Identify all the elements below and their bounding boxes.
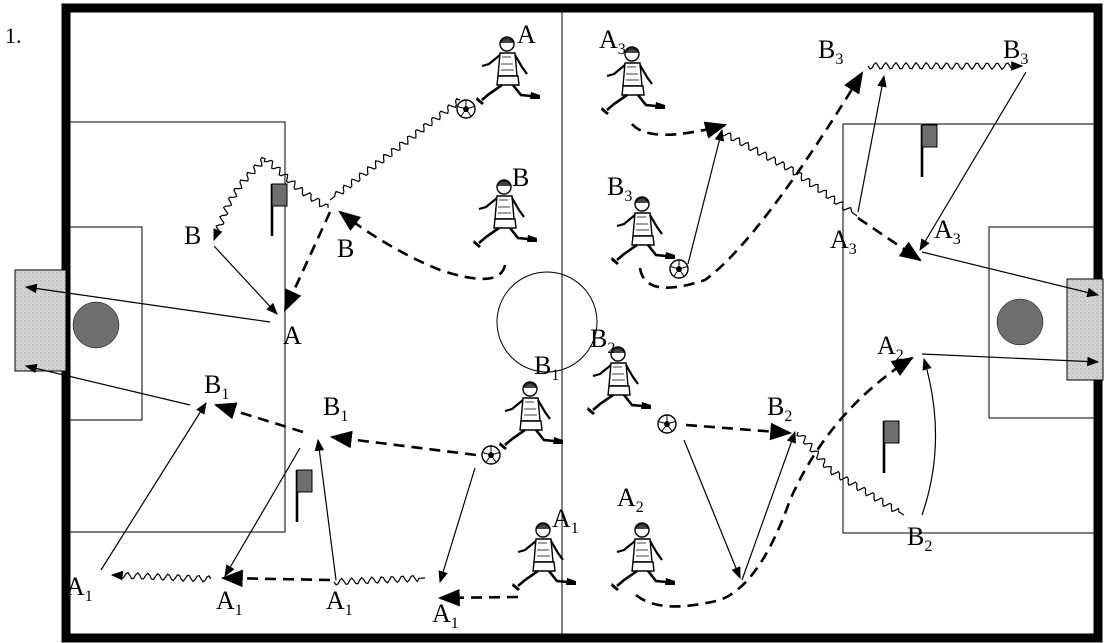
player-icon <box>510 521 578 593</box>
dribble-path <box>333 574 426 586</box>
run-path <box>220 569 331 588</box>
center-circle <box>496 271 598 373</box>
run-path <box>685 422 793 441</box>
pass-path <box>24 283 271 323</box>
ball-icon <box>657 414 677 434</box>
pass-path <box>213 245 278 315</box>
player-label: A1 <box>326 586 353 619</box>
player-label: A1 <box>66 572 93 605</box>
player-label: B1 <box>204 370 229 403</box>
run-path <box>283 211 332 312</box>
dribble-path <box>329 98 461 201</box>
pass-path <box>857 74 887 213</box>
player-icon <box>599 45 667 117</box>
pass-path <box>741 430 796 581</box>
player-label: B2 <box>907 522 932 555</box>
player-label: B <box>337 234 354 263</box>
left-penalty-spot <box>72 301 120 349</box>
player-icon <box>609 521 677 593</box>
run-path <box>638 71 864 289</box>
run-path <box>631 121 728 139</box>
player-label: B1 <box>323 392 348 425</box>
player-label: B3 <box>607 172 632 205</box>
run-path <box>635 356 914 608</box>
flag-icon <box>920 123 939 179</box>
dribble-path <box>867 61 1024 71</box>
player-label: B1 <box>534 351 559 384</box>
player-label: A1 <box>432 599 459 632</box>
ball-icon <box>456 99 476 119</box>
pass-path <box>24 363 191 406</box>
figure-number: 1. <box>5 23 22 48</box>
player-label: A2 <box>877 331 904 364</box>
player-label: B <box>512 163 529 192</box>
run-path <box>338 210 507 281</box>
pass-path <box>224 447 301 578</box>
right-penalty-spot <box>996 298 1044 346</box>
left-penalty-area <box>70 121 286 533</box>
pass-path <box>314 438 337 581</box>
player-label: A <box>517 20 536 49</box>
player-label: A1 <box>216 586 243 619</box>
right-penalty-area <box>842 123 1094 534</box>
player-label: A3 <box>830 225 857 258</box>
pass-path <box>919 71 1027 252</box>
dribble-path <box>110 570 212 583</box>
player-label: B3 <box>818 35 843 68</box>
right-goal-area <box>988 226 1094 419</box>
labels: 1. A B B B A A3 B3 B3 B3 A3 A3 B1 B2 B1 … <box>5 20 1028 632</box>
player-label: A1 <box>552 504 579 537</box>
player-label: A3 <box>599 25 626 58</box>
ball-icon <box>669 259 689 279</box>
pass-path <box>687 128 724 265</box>
players <box>471 35 677 593</box>
dribble-path <box>721 131 858 217</box>
pass-path <box>921 251 1100 298</box>
pass-path <box>921 353 1100 367</box>
pass-path <box>100 401 207 571</box>
dribble-paths <box>110 61 1024 586</box>
run-path <box>437 588 519 607</box>
flag-icon <box>295 468 314 524</box>
player-label: B2 <box>767 392 792 425</box>
run-path <box>329 430 477 457</box>
pitch <box>14 3 1104 643</box>
player-label: A3 <box>934 215 961 248</box>
run-path <box>213 402 304 434</box>
player-label: B2 <box>590 324 615 357</box>
run-paths <box>213 71 922 608</box>
player-label: A2 <box>617 483 644 516</box>
balls <box>456 99 689 465</box>
left-goal-area <box>70 226 143 421</box>
dribble-path <box>213 156 329 242</box>
flag-icon <box>882 419 901 475</box>
player-icon <box>497 380 565 452</box>
pitch-outline <box>61 3 1103 643</box>
ball-icon <box>481 445 501 465</box>
pass-path <box>921 357 937 516</box>
player-label: A <box>283 321 302 350</box>
run-path <box>857 216 922 262</box>
pass-path <box>683 439 741 580</box>
player-icon <box>585 345 653 417</box>
player-label: B3 <box>1003 35 1028 68</box>
pass-path <box>438 467 476 584</box>
player-icon <box>609 195 677 267</box>
dribble-path <box>796 431 905 516</box>
pass-paths <box>24 71 1100 584</box>
player-label: B <box>184 221 201 250</box>
left-goal-icon <box>14 269 67 372</box>
right-goal-icon <box>1066 278 1104 381</box>
